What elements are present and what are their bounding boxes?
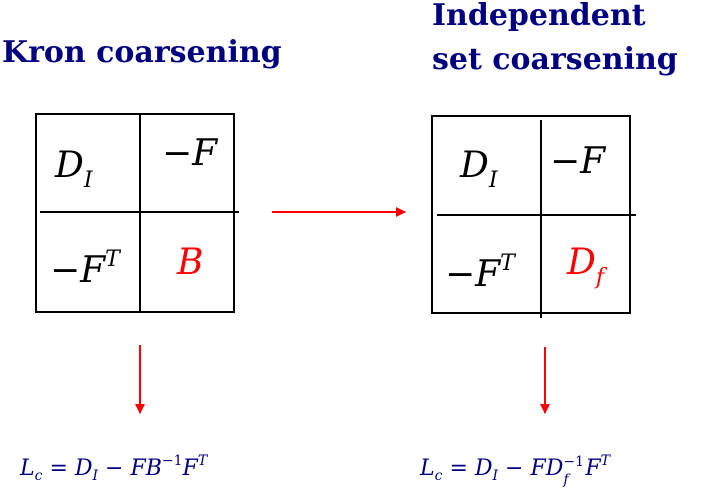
right-cell-di: DI <box>460 145 498 194</box>
right-cell-minus-f: −F <box>550 141 606 182</box>
right-cell-minus-ft: −FT <box>445 251 515 295</box>
independent-set-title-line1: Independent <box>432 0 646 33</box>
kron-formula: Lc = DI − FB−1FT <box>20 453 208 484</box>
left-cell-minus-ft: −FT <box>50 247 120 291</box>
independent-set-title-line2: set coarsening <box>432 42 678 77</box>
kron-coarsening-title: Kron coarsening <box>2 35 282 70</box>
left-cell-minus-f: −F <box>162 133 218 174</box>
diagram-lines <box>35 113 636 414</box>
right-cell-df: Df <box>567 242 605 291</box>
left-cell-di: DI <box>55 145 93 194</box>
left-cell-b: B <box>177 242 204 283</box>
